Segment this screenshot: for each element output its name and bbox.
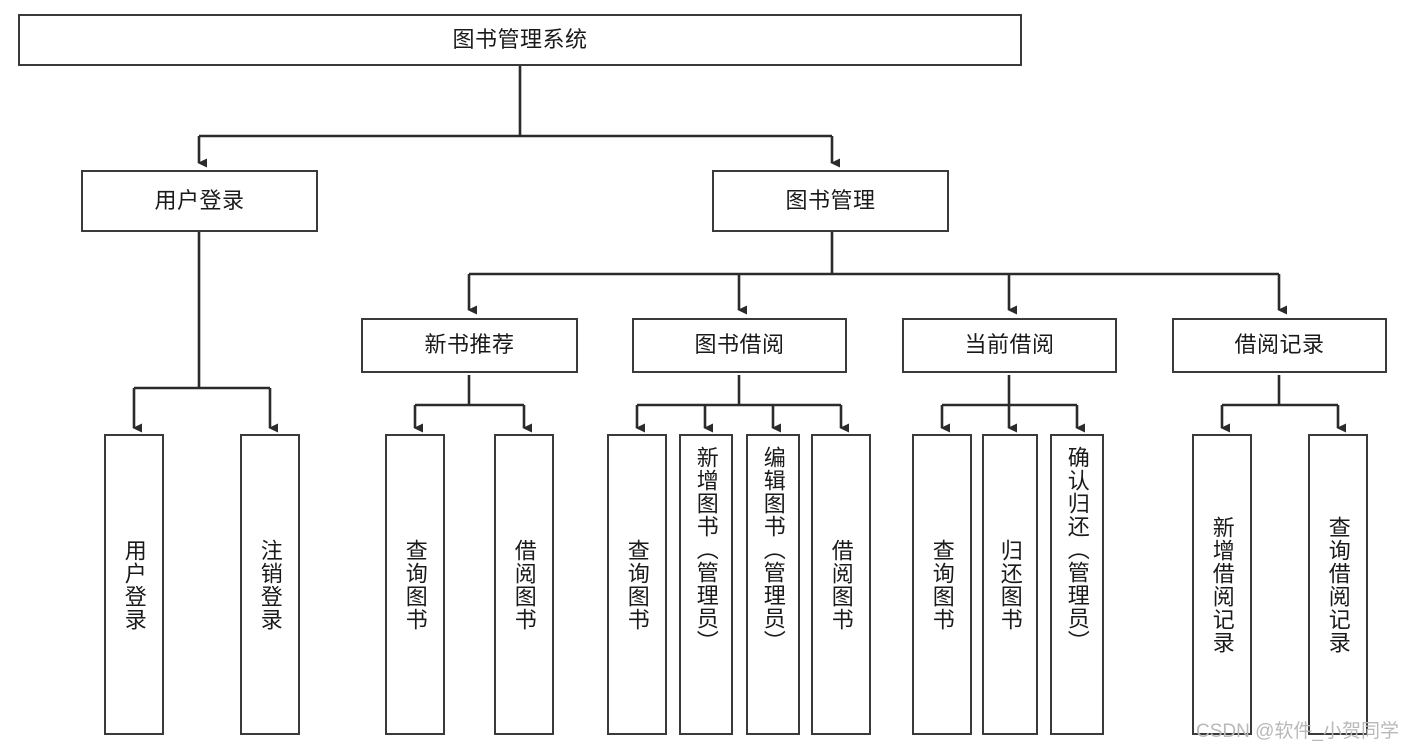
node-root-label: 图书管理系统 xyxy=(452,26,588,52)
leaf-query-borrow-record-label: 查询借阅记录 xyxy=(1325,515,1351,654)
leaf-query-book-borrow-label: 查询图书 xyxy=(624,538,650,631)
leaf-user-login-label: 用户登录 xyxy=(121,538,147,631)
leaf-query-book-borrow[interactable]: 查询图书 xyxy=(607,434,667,735)
watermark-text: CSDN @软件_小贺同学 xyxy=(1196,721,1399,742)
node-current-borrow[interactable]: 当前借阅 xyxy=(902,318,1117,373)
leaf-borrow-book-recommend-label: 借阅图书 xyxy=(511,538,537,631)
node-borrow-record[interactable]: 借阅记录 xyxy=(1172,318,1387,373)
leaf-confirm-return-admin[interactable]: 确认归还（管理员） xyxy=(1050,434,1104,735)
node-user-login[interactable]: 用户登录 xyxy=(81,170,318,232)
leaf-query-borrow-record[interactable]: 查询借阅记录 xyxy=(1308,434,1368,735)
node-book-management-label: 图书管理 xyxy=(785,187,876,213)
node-borrow-record-label: 借阅记录 xyxy=(1234,332,1325,358)
leaf-return-book-label: 归还图书 xyxy=(997,538,1023,631)
leaf-user-login[interactable]: 用户登录 xyxy=(104,434,164,735)
node-book-borrow-label: 图书借阅 xyxy=(694,332,785,358)
leaf-return-book[interactable]: 归还图书 xyxy=(982,434,1038,735)
leaf-query-book-recommend[interactable]: 查询图书 xyxy=(385,434,445,735)
node-current-borrow-label: 当前借阅 xyxy=(964,332,1055,358)
leaf-borrow-book[interactable]: 借阅图书 xyxy=(811,434,871,735)
leaf-query-book-current-label: 查询图书 xyxy=(929,538,955,631)
leaf-borrow-book-recommend[interactable]: 借阅图书 xyxy=(494,434,554,735)
node-user-login-label: 用户登录 xyxy=(154,187,245,213)
node-book-management[interactable]: 图书管理 xyxy=(712,170,949,232)
node-book-borrow[interactable]: 图书借阅 xyxy=(632,318,847,373)
leaf-edit-book-admin-label: 编辑图书（管理员） xyxy=(760,446,786,653)
node-root[interactable]: 图书管理系统 xyxy=(18,14,1022,66)
leaf-add-borrow-record-label: 新增借阅记录 xyxy=(1209,515,1235,654)
leaf-add-borrow-record[interactable]: 新增借阅记录 xyxy=(1192,434,1252,735)
leaf-query-book-current[interactable]: 查询图书 xyxy=(912,434,972,735)
node-new-book-recommend-label: 新书推荐 xyxy=(424,332,515,358)
node-new-book-recommend[interactable]: 新书推荐 xyxy=(361,318,578,373)
leaf-add-book-admin-label: 新增图书（管理员） xyxy=(693,446,719,653)
leaf-add-book-admin[interactable]: 新增图书（管理员） xyxy=(679,434,733,735)
leaf-edit-book-admin[interactable]: 编辑图书（管理员） xyxy=(746,434,800,735)
leaf-query-book-recommend-label: 查询图书 xyxy=(402,538,428,631)
leaf-logout[interactable]: 注销登录 xyxy=(240,434,300,735)
leaf-borrow-book-label: 借阅图书 xyxy=(828,538,854,631)
leaf-confirm-return-admin-label: 确认归还（管理员） xyxy=(1064,446,1090,653)
leaf-logout-label: 注销登录 xyxy=(257,538,283,631)
